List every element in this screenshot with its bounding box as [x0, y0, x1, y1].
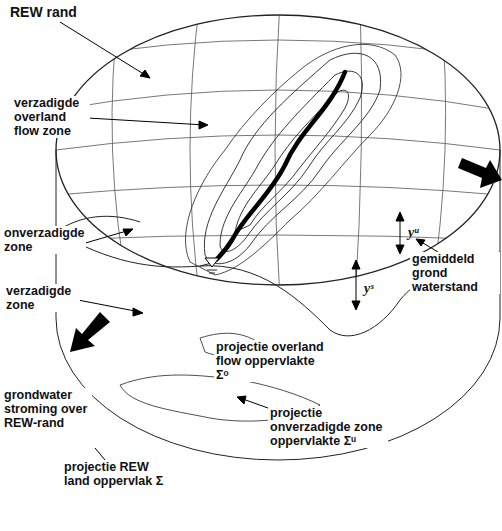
- callout-label: REW rand: [8, 4, 79, 20]
- callout-label: projectie overland flow oppervlakte Σᵒ: [214, 340, 328, 382]
- dimension-label: yᵘ: [406, 226, 420, 240]
- callout-label: projectie onverzadigde zone oppervlakte …: [268, 406, 388, 448]
- callout-label: grondwater stroming over REW-rand: [2, 388, 92, 430]
- dimension-label: yˢ: [362, 282, 376, 296]
- callout-label: verzadigde zone: [4, 284, 80, 312]
- callout-label: onverzadigde zone: [2, 226, 86, 254]
- callout-label: gemiddeld grond waterstand: [410, 252, 500, 294]
- callout-label: projectie REW land oppervlak Σ: [62, 460, 176, 488]
- callout-label: verzadigde overland flow zone: [12, 96, 90, 138]
